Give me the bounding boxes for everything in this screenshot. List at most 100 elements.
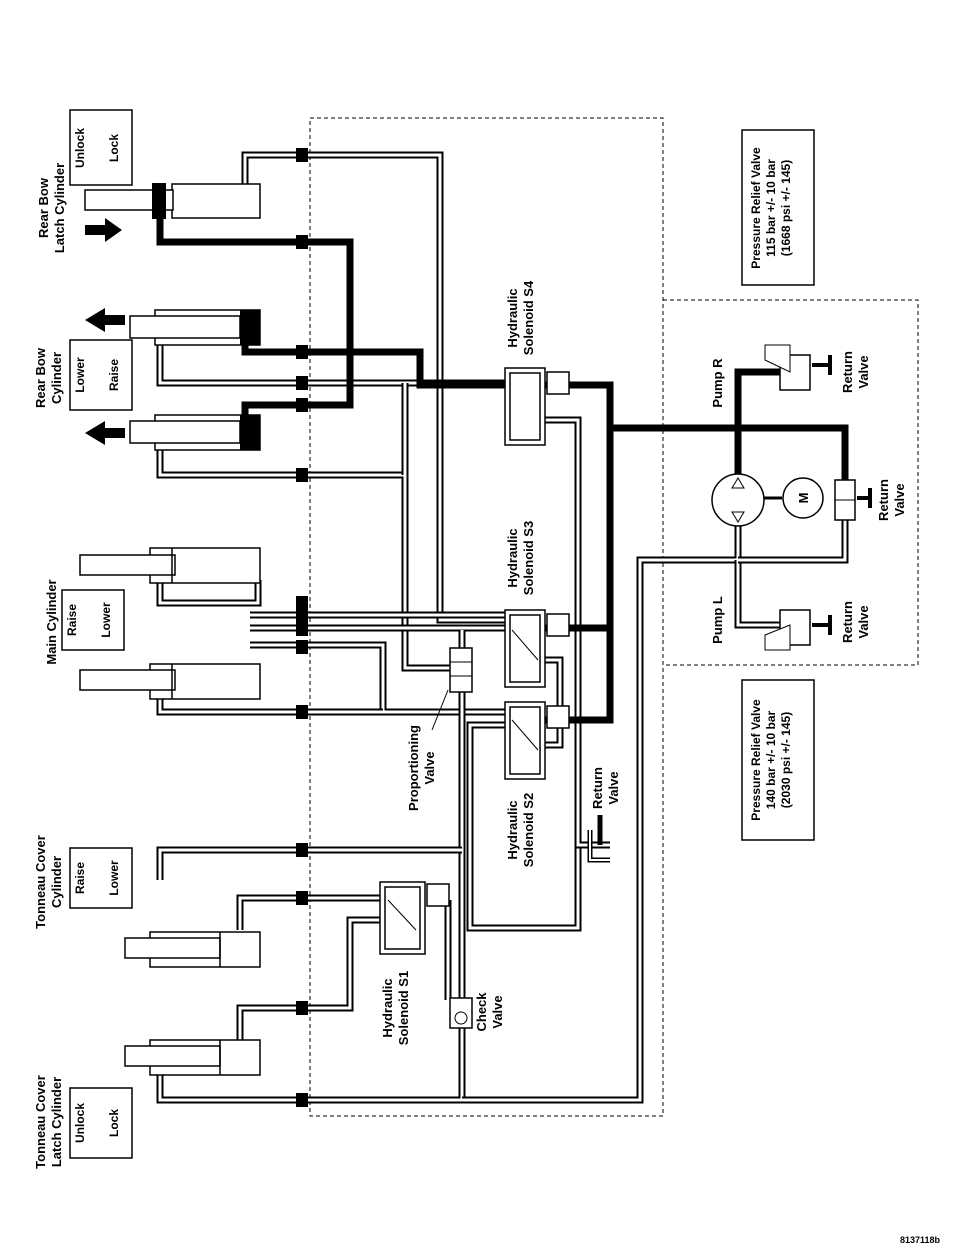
return-valve-l-label-2: Valve (856, 605, 871, 638)
return-valve-m-label-1: Return (876, 479, 891, 521)
svg-text:HydraulicSolenoid S4: HydraulicSolenoid S4 (505, 280, 536, 355)
rear-bow-cylinder-upper (85, 308, 261, 346)
tonneau-cyl-dir-1: Raise (73, 862, 87, 894)
svg-text:ReturnValve: ReturnValve (840, 601, 871, 643)
arrow-left-icon (85, 308, 125, 332)
s3-label-2: Solenoid S3 (521, 521, 536, 595)
svg-text:Tonneau CoverLatch Cylinder: Tonneau CoverLatch Cylinder (33, 1075, 64, 1169)
rear-bow-cyl-label-2: Cylinder (49, 352, 64, 404)
return-valve-center-label-1: Return (590, 767, 605, 809)
tonneau-cyl-dir-2: Lower (107, 860, 121, 896)
s2-label-1: Hydraulic (505, 800, 520, 859)
motor-icon (782, 477, 824, 519)
main-cyl-dir-2: Lower (99, 602, 113, 638)
pump-r-relief (764, 344, 832, 391)
svg-text:ReturnValve: ReturnValve (590, 767, 621, 809)
tonneau-latch-label-1: Tonneau Cover (33, 1075, 48, 1169)
main-cyl-dir-1: Raise (65, 604, 79, 636)
main-cyl-dir-box (61, 589, 125, 651)
svg-text:HydraulicSolenoid S3: HydraulicSolenoid S3 (505, 521, 536, 595)
svg-text:ReturnValve: ReturnValve (876, 479, 907, 521)
prv-115-line-3: (1668 psi +/- 145) (779, 160, 793, 256)
svg-text:CheckValve: CheckValve (474, 992, 505, 1032)
check-valve-label-2: Valve (490, 995, 505, 1028)
svg-text:Pressure Relief Valve140 bar +: Pressure Relief Valve140 bar +/- 10 bar(… (749, 699, 793, 821)
check-valve-label-1: Check (474, 992, 489, 1032)
rear-bow-latch-label-2: Latch Cylinder (52, 163, 67, 253)
rear-bow-latch-dir-box (69, 109, 133, 186)
s1-label-1: Hydraulic (380, 978, 395, 1037)
prv-115-box (741, 129, 815, 286)
figure-id: 8137118b (899, 1235, 940, 1245)
s2-label-2: Solenoid S2 (521, 793, 536, 867)
rear-bow-latch-dir-1: Unlock (73, 128, 87, 168)
manifold-boundary (309, 117, 664, 1117)
prop-valve-label-2: Valve (422, 751, 437, 784)
s4-label-1: Hydraulic (505, 288, 520, 347)
main-cylinder-lower (79, 663, 261, 700)
tonneau-cyl-label-2: Cylinder (49, 856, 64, 908)
svg-text:ProportioningValve: ProportioningValve (406, 725, 437, 811)
arrow-left-icon (85, 421, 125, 445)
prv-140-line-2: 140 bar +/- 10 bar (764, 710, 778, 809)
pump (711, 473, 782, 527)
return-valve-r-label-2: Valve (856, 355, 871, 388)
solenoid-s2 (504, 701, 570, 780)
return-valve-l-label-1: Return (840, 601, 855, 643)
motor-label: M (796, 493, 811, 504)
pump-l-label: Pump L (710, 596, 725, 644)
thin-lines (156, 151, 849, 1104)
svg-text:HydraulicSolenoid S1: HydraulicSolenoid S1 (380, 971, 411, 1045)
s4-label-2: Solenoid S4 (521, 280, 536, 355)
svg-text:Rear BowLatch Cylinder: Rear BowLatch Cylinder (36, 163, 67, 253)
prv-140-box (741, 679, 815, 841)
rear-bow-latch-dir-2: Lock (107, 134, 121, 162)
tonneau-latch-label-2: Latch Cylinder (49, 1077, 64, 1167)
s1-label-2: Solenoid S1 (396, 971, 411, 1045)
main-cylinder-upper (79, 547, 261, 584)
rear-bow-cylinder-lower (85, 414, 261, 451)
prv-115-line-1: Pressure Relief Valve (749, 147, 763, 269)
port-markers (296, 148, 308, 1107)
pump-unit-boundary (663, 299, 919, 666)
rear-bow-cyl-dir-2: Raise (107, 359, 121, 391)
rear-bow-cyl-dir-box (69, 339, 133, 411)
pump-l-relief (764, 609, 832, 651)
rear-bow-latch-cylinder (84, 183, 261, 242)
solenoid-s3 (504, 609, 570, 688)
main-cyl-label: Main Cylinder (44, 579, 59, 664)
rear-bow-cyl-label-1: Rear Bow (33, 347, 48, 408)
proportioning-valve (431, 647, 473, 731)
svg-text:Tonneau CoverCylinder: Tonneau CoverCylinder (33, 835, 64, 929)
prv-115-line-2: 115 bar +/- 10 bar (764, 159, 778, 257)
return-valve-pump (834, 479, 872, 521)
solenoid-s1 (379, 881, 450, 955)
tonneau-cover-latch-cylinder (124, 1039, 261, 1076)
tonneau-cover-cylinder (124, 931, 261, 968)
svg-text:Pressure Relief Valve115 bar +: Pressure Relief Valve115 bar +/- 10 bar(… (749, 147, 793, 269)
return-valve-center-label-2: Valve (606, 771, 621, 804)
solenoid-s4 (504, 367, 570, 446)
prv-140-line-1: Pressure Relief Valve (749, 699, 763, 821)
prv-140-line-3: (2030 psi +/- 145) (779, 712, 793, 808)
tonneau-latch-dir-1: Unlock (73, 1103, 87, 1143)
tonneau-cyl-label-1: Tonneau Cover (33, 835, 48, 929)
rear-bow-latch-label-1: Rear Bow (36, 177, 51, 238)
return-valve-m-label-2: Valve (892, 483, 907, 516)
prop-valve-label-1: Proportioning (406, 725, 421, 811)
tonneau-latch-dir-box (69, 1087, 133, 1159)
pump-r-label: Pump R (710, 358, 725, 408)
return-valve-r-label-1: Return (840, 351, 855, 393)
rear-bow-cyl-dir-1: Lower (73, 357, 87, 393)
tonneau-cyl-dir-box (69, 847, 133, 909)
tonneau-latch-dir-2: Lock (107, 1109, 121, 1137)
return-valve-center (587, 815, 610, 863)
svg-text:Rear BowCylinder: Rear BowCylinder (33, 347, 64, 408)
s3-label-1: Hydraulic (505, 528, 520, 587)
